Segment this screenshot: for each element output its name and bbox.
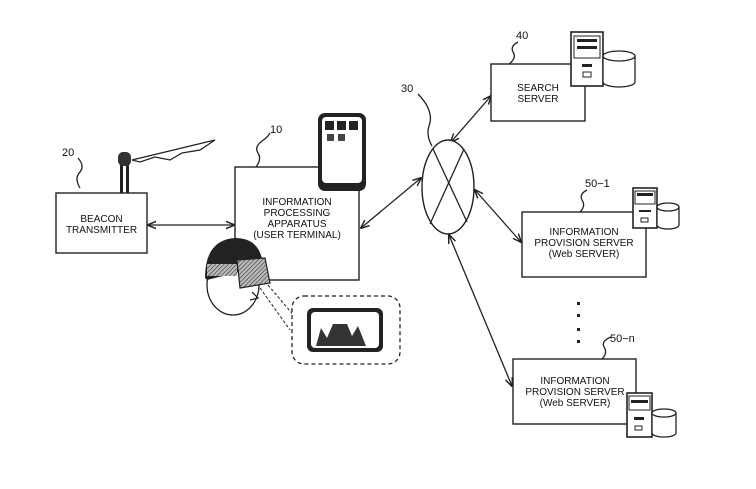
node-label: SEARCH xyxy=(517,83,559,94)
node-label: INFORMATION xyxy=(540,376,609,387)
ref-label: 50−n xyxy=(610,333,635,345)
edge-network-provision1 xyxy=(475,190,521,242)
head-mounted-display-user-icon xyxy=(205,238,297,331)
antenna-icon xyxy=(118,139,216,193)
node-label: PROVISION SERVER xyxy=(525,387,624,398)
leader-line xyxy=(76,157,83,189)
node-label: INFORMATION xyxy=(549,227,618,238)
database-icon xyxy=(656,202,680,230)
leader-line xyxy=(508,41,519,65)
network: 30 xyxy=(401,83,475,235)
server-icon xyxy=(626,392,653,438)
node-label: (Web SERVER) xyxy=(540,398,611,409)
search-server: 40 SEARCH SERVER xyxy=(490,30,636,122)
node-label: TRANSMITTER xyxy=(66,225,137,236)
ref-label: 50−1 xyxy=(585,178,610,190)
server-icon xyxy=(632,187,658,229)
connections xyxy=(148,96,521,386)
ref-label: 20 xyxy=(62,147,74,159)
edge-network-provisionN xyxy=(449,235,512,386)
ref-label: 30 xyxy=(401,83,413,95)
node-label: PROCESSING xyxy=(264,208,331,219)
beacon-transmitter: 20 BEACON TRANSMITTER xyxy=(55,139,216,254)
information-provision-server-n: 50−n INFORMATION PROVISION SERVER (Web S… xyxy=(512,333,677,438)
leader-line xyxy=(579,189,588,213)
edge-terminal-network xyxy=(361,178,421,228)
leader-line xyxy=(601,336,612,360)
information-processing-apparatus: 10 INFORMATION PROCESSING APPARATUS (USE… xyxy=(205,113,401,365)
database-icon xyxy=(651,408,677,438)
ref-label: 10 xyxy=(270,124,282,136)
server-icon xyxy=(570,31,604,87)
node-label: APPARATUS xyxy=(267,219,326,230)
database-icon xyxy=(602,50,636,88)
node-label: BEACON xyxy=(80,214,122,225)
smartphone-icon xyxy=(318,113,366,191)
more-servers-ellipsis xyxy=(577,302,580,343)
ref-label: 40 xyxy=(516,30,528,42)
node-label: INFORMATION xyxy=(262,197,331,208)
leader-line xyxy=(255,132,271,168)
information-provision-server-1: 50−1 INFORMATION PROVISION SERVER (Web S… xyxy=(521,178,680,278)
node-label: PROVISION SERVER xyxy=(534,238,633,249)
leader-line xyxy=(417,93,433,147)
node-label: SERVER xyxy=(518,94,559,105)
node-label: (Web SERVER) xyxy=(549,249,620,260)
edge-network-search xyxy=(451,96,491,142)
display-view-icon xyxy=(291,295,401,365)
node-label: (USER TERMINAL) xyxy=(253,230,341,241)
